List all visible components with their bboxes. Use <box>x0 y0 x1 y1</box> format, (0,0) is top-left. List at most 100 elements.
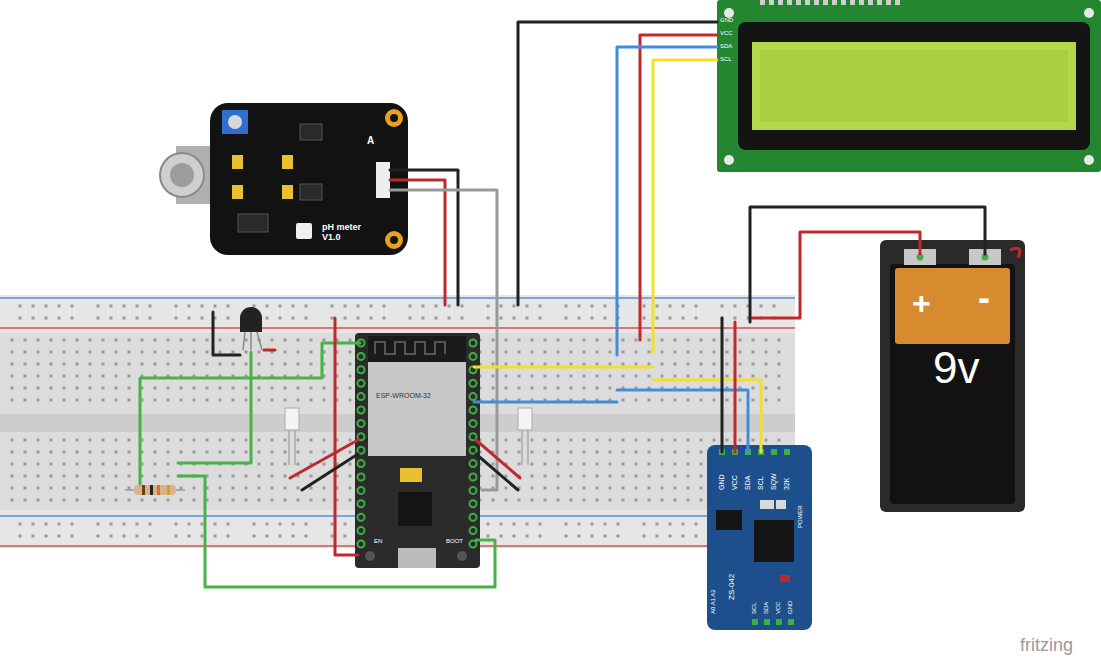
breadboard-hole <box>661 463 664 466</box>
breadboard-hole <box>115 451 118 454</box>
breadboard-hole <box>310 475 313 478</box>
breadboard-hole <box>297 439 300 442</box>
breadboard-hole <box>700 475 703 478</box>
breadboard-hole <box>687 375 690 378</box>
breadboard-hole <box>544 387 547 390</box>
breadboard-hole <box>531 339 534 342</box>
pin-label: VCC <box>775 601 781 614</box>
breadboard-hole <box>180 351 183 354</box>
breadboard-hole <box>557 439 560 442</box>
breadboard-hole <box>648 487 651 490</box>
breadboard-hole <box>357 305 360 308</box>
breadboard-hole <box>76 463 79 466</box>
breadboard-hole <box>622 487 625 490</box>
header-pin <box>832 0 837 5</box>
breadboard-hole <box>648 375 651 378</box>
breadboard-hole <box>284 499 287 502</box>
breadboard-hole <box>219 475 222 478</box>
breadboard-hole <box>661 375 664 378</box>
header-pin <box>877 0 882 5</box>
breadboard-hole <box>643 535 646 538</box>
header-pin <box>470 353 477 360</box>
pin-label: A <box>367 136 374 146</box>
rtc-module <box>707 445 812 630</box>
breadboard-hole <box>669 535 672 538</box>
breadboard-hole <box>219 387 222 390</box>
breadboard-hole <box>11 363 14 366</box>
breadboard-hole <box>32 317 35 320</box>
breadboard-hole <box>89 399 92 402</box>
header-pin <box>886 0 891 5</box>
pin-label: GND <box>720 17 733 23</box>
breadboard-hole <box>578 535 581 538</box>
breadboard-hole <box>45 305 48 308</box>
breadboard-hole <box>115 463 118 466</box>
breadboard-hole <box>76 487 79 490</box>
breadboard-hole <box>557 387 560 390</box>
breadboard-hole <box>50 475 53 478</box>
header-pin <box>358 500 365 507</box>
resistor-symbol <box>125 485 185 495</box>
breadboard-hole <box>531 487 534 490</box>
breadboard-hole <box>570 451 573 454</box>
breadboard-hole <box>292 523 295 526</box>
breadboard-hole <box>682 305 685 308</box>
breadboard-hole <box>461 317 464 320</box>
breadboard-hole <box>505 451 508 454</box>
breadboard-hole <box>19 523 22 526</box>
breadboard-hole <box>305 535 308 538</box>
breadboard-hole <box>266 317 269 320</box>
breadboard-hole <box>50 451 53 454</box>
breadboard-hole <box>63 399 66 402</box>
breadboard-hole <box>565 523 568 526</box>
breadboard-hole <box>661 363 664 366</box>
breadboard-hole <box>422 317 425 320</box>
breadboard-hole <box>97 523 100 526</box>
breadboard-hole <box>617 523 620 526</box>
breadboard-hole <box>539 535 542 538</box>
breadboard-hole <box>180 399 183 402</box>
breadboard-hole <box>492 475 495 478</box>
header-pin <box>358 353 365 360</box>
breadboard-hole <box>739 351 742 354</box>
breadboard-hole <box>531 375 534 378</box>
breadboard-hole <box>63 451 66 454</box>
breadboard-hole <box>167 363 170 366</box>
breadboard-hole <box>58 317 61 320</box>
breadboard-hole <box>11 339 14 342</box>
breadboard-hole <box>102 375 105 378</box>
breadboard-hole <box>734 305 737 308</box>
breadboard-hole <box>557 339 560 342</box>
breadboard-hole <box>37 463 40 466</box>
breadboard-hole <box>305 523 308 526</box>
breadboard-hole <box>310 439 313 442</box>
breadboard-hole <box>310 363 313 366</box>
breadboard-hole <box>760 305 763 308</box>
breadboard-hole <box>617 535 620 538</box>
breadboard-hole <box>557 451 560 454</box>
breadboard-hole <box>513 535 516 538</box>
breadboard-hole <box>180 499 183 502</box>
breadboard-hole <box>505 487 508 490</box>
breadboard-hole <box>180 439 183 442</box>
breadboard-hole <box>778 375 781 378</box>
breadboard-hole <box>622 351 625 354</box>
breadboard-hole <box>648 451 651 454</box>
pin-label: VCC <box>731 475 738 490</box>
breadboard-hole <box>167 475 170 478</box>
breadboard-hole <box>687 499 690 502</box>
breadboard-hole <box>383 305 386 308</box>
breadboard-hole <box>739 363 742 366</box>
breadboard-hole <box>344 305 347 308</box>
breadboard-hole <box>76 363 79 366</box>
breadboard-hole <box>154 499 157 502</box>
breadboard-hole <box>154 399 157 402</box>
breadboard-hole <box>214 523 217 526</box>
breadboard-hole <box>245 487 248 490</box>
breadboard-hole <box>674 399 677 402</box>
breadboard-hole <box>370 305 373 308</box>
breadboard-hole <box>201 305 204 308</box>
breadboard-hole <box>349 387 352 390</box>
breadboard-hole <box>76 387 79 390</box>
breadboard-hole <box>435 317 438 320</box>
